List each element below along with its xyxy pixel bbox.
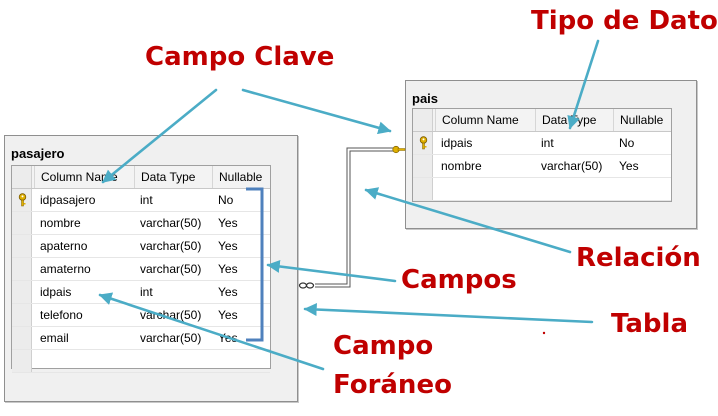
row-selector[interactable] xyxy=(413,132,433,154)
table-title-pasajero: pasajero xyxy=(11,146,65,161)
cell-data-type[interactable]: varchar(50) xyxy=(140,331,202,345)
row-selector[interactable] xyxy=(12,258,32,280)
cell-nullable[interactable]: Yes xyxy=(218,262,238,276)
arrow-campo-foraneo xyxy=(98,292,325,371)
cell-nullable[interactable]: Yes xyxy=(619,159,639,173)
table-row[interactable]: idpasajero int No xyxy=(12,189,270,212)
cell-nullable[interactable]: No xyxy=(619,136,635,150)
table-row[interactable]: amaterno varchar(50) Yes xyxy=(12,258,270,281)
table-row[interactable]: apaterno varchar(50) Yes xyxy=(12,235,270,258)
header-data-type[interactable]: Data Type xyxy=(134,166,212,188)
row-selector[interactable] xyxy=(12,304,32,326)
column-grid-pais: Column Name Data Type Nullable idpais int… xyxy=(412,108,672,202)
cell-column-name[interactable]: nombre xyxy=(40,216,81,230)
row-selector[interactable] xyxy=(413,178,433,200)
cell-column-name[interactable]: idpais xyxy=(40,285,72,299)
cell-column-name[interactable]: email xyxy=(40,331,69,345)
cell-data-type[interactable]: varchar(50) xyxy=(541,159,603,173)
cell-nullable[interactable]: Yes xyxy=(218,239,238,253)
row-selector[interactable] xyxy=(12,281,32,303)
arrow-relacion xyxy=(364,187,572,254)
arrow-campo-clave-2 xyxy=(241,88,392,135)
cell-column-name[interactable]: telefono xyxy=(40,308,83,322)
cell-column-name[interactable]: idpasajero xyxy=(40,193,96,207)
cell-column-name[interactable]: apaterno xyxy=(40,239,88,253)
table-pais[interactable]: pais Column Name Data Type Nullable idpa… xyxy=(405,80,697,229)
table-row[interactable]: telefono varchar(50) Yes xyxy=(12,304,270,327)
empty-row[interactable] xyxy=(413,178,671,201)
cell-data-type[interactable]: varchar(50) xyxy=(140,239,202,253)
table-row[interactable]: idpais int No xyxy=(413,132,671,155)
cell-column-name[interactable]: amaterno xyxy=(40,262,91,276)
arrow-tabla xyxy=(303,303,594,324)
key-icon xyxy=(419,136,428,150)
header-nullable[interactable]: Nullable xyxy=(613,109,671,131)
row-selector[interactable] xyxy=(12,327,32,349)
row-selector[interactable] xyxy=(12,189,32,211)
table-pasajero[interactable]: pasajero Column Name Data Type Nullable … xyxy=(4,135,298,402)
cell-data-type[interactable]: int xyxy=(541,136,554,150)
cell-column-name[interactable]: nombre xyxy=(441,159,482,173)
row-selector[interactable] xyxy=(12,235,32,257)
row-selector[interactable] xyxy=(12,350,32,372)
cell-nullable[interactable]: Yes xyxy=(218,216,238,230)
label-campos: Campos xyxy=(401,265,517,295)
key-icon xyxy=(18,193,27,207)
row-selector[interactable] xyxy=(413,155,433,177)
label-tipo-de-dato: Tipo de Dato xyxy=(531,6,718,36)
grid-header: Column Name Data Type Nullable xyxy=(12,166,270,189)
relationship-key-icon xyxy=(392,145,406,154)
cell-data-type[interactable]: varchar(50) xyxy=(140,216,202,230)
column-grid-pasajero: Column Name Data Type Nullable idpasajer… xyxy=(11,165,271,373)
row-selector[interactable] xyxy=(12,212,32,234)
header-column-name[interactable]: Column Name xyxy=(34,166,134,188)
relationship-line[interactable] xyxy=(315,147,393,288)
cell-data-type[interactable]: int xyxy=(140,193,153,207)
header-column-name[interactable]: Column Name xyxy=(435,109,535,131)
cell-data-type[interactable]: int xyxy=(140,285,153,299)
table-row[interactable]: nombre varchar(50) Yes xyxy=(413,155,671,178)
label-campo-foraneo-line2: Foráneo xyxy=(333,370,452,400)
cell-column-name[interactable]: idpais xyxy=(441,136,473,150)
header-nullable[interactable]: Nullable xyxy=(212,166,270,188)
arrow-tipo-de-dato xyxy=(567,39,600,130)
label-relacion: Relación xyxy=(576,243,701,273)
cell-nullable[interactable]: Yes xyxy=(218,308,238,322)
label-campo-foraneo-line1: Campo xyxy=(333,331,434,361)
label-campo-clave: Campo Clave xyxy=(145,42,335,72)
cell-nullable[interactable]: No xyxy=(218,193,234,207)
grid-header: Column Name Data Type Nullable xyxy=(413,109,671,132)
empty-row[interactable] xyxy=(12,350,270,373)
table-row[interactable]: nombre varchar(50) Yes xyxy=(12,212,270,235)
cell-data-type[interactable]: varchar(50) xyxy=(140,308,202,322)
cell-data-type[interactable]: varchar(50) xyxy=(140,262,202,276)
arrow-campos xyxy=(266,260,397,283)
fields-bracket xyxy=(246,187,264,342)
table-title-pais: pais xyxy=(412,91,439,106)
stray-dot xyxy=(542,331,546,335)
arrow-campo-clave-1 xyxy=(101,88,218,184)
label-tabla: Tabla xyxy=(611,309,688,339)
table-row[interactable]: idpais int Yes xyxy=(12,281,270,304)
cell-nullable[interactable]: Yes xyxy=(218,285,238,299)
infinity-icon xyxy=(298,282,315,289)
